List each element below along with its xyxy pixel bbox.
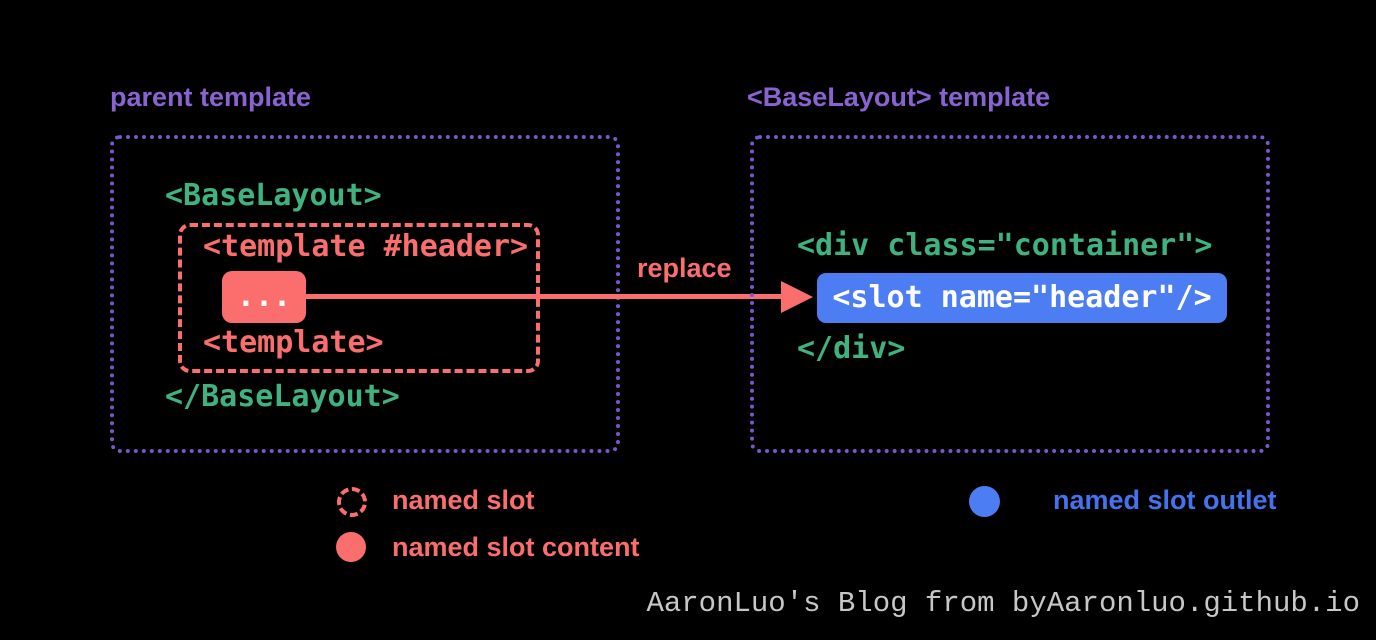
code-baselayout-close: </BaseLayout> <box>165 379 400 414</box>
baselayout-template-title: <BaseLayout> template <box>747 82 1051 112</box>
named-slot-content-chip: ... <box>222 271 306 323</box>
baselayout-template-box <box>750 135 1270 453</box>
blog-attribution: AaronLuo's Blog from byAaronluo.github.i… <box>646 587 1360 620</box>
parent-template-title: parent template <box>110 82 312 112</box>
named-slot-outlet-legend-icon <box>969 486 1000 517</box>
replace-arrow-line <box>305 294 782 299</box>
code-div-open: <div class="container"> <box>797 228 1213 263</box>
code-div-close: </div> <box>797 331 906 366</box>
replace-label: replace <box>637 253 732 283</box>
code-baselayout-open: <BaseLayout> <box>165 178 382 213</box>
named-slot-outlet-legend-label: named slot outlet <box>1053 485 1277 515</box>
named-slot-content-legend-icon <box>336 532 366 562</box>
named-slot-legend-icon <box>337 487 367 517</box>
code-template-close: <template> <box>203 325 384 360</box>
named-slot-content-legend-label: named slot content <box>392 532 640 562</box>
code-template-header-open: <template #header> <box>203 229 529 264</box>
replace-arrow-head-icon <box>781 281 813 313</box>
named-slot-outlet-pill: <slot name="header"/> <box>817 273 1227 323</box>
named-slot-legend-label: named slot <box>392 485 535 515</box>
